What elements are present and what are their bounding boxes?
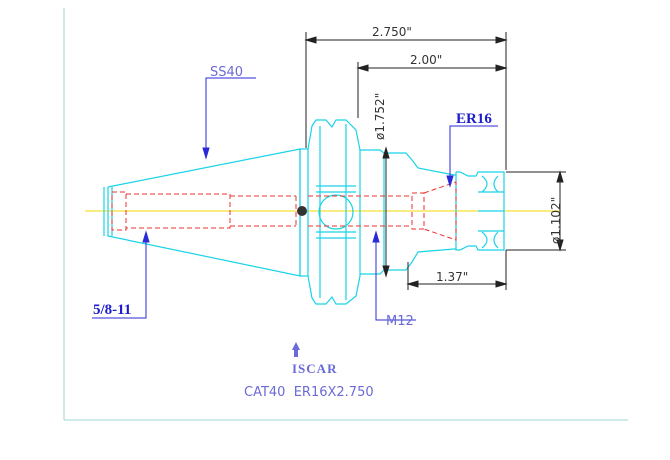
callout-collet: ER16: [456, 111, 492, 127]
callout-stop-screw: M12: [386, 314, 414, 329]
dim-nut-length: [406, 250, 508, 290]
dim-nose-length: [356, 62, 508, 118]
callout-drawbar-thread: 5/8-11: [93, 302, 131, 318]
dim-nut-diameter-label: ø1.102": [549, 197, 563, 244]
dim-nut-diameter: [506, 170, 566, 252]
dim-flange-diameter: [382, 146, 390, 278]
tool-holder-body: [103, 119, 505, 305]
dim-overall-length: [304, 32, 508, 170]
sheet-frame: [63, 8, 628, 421]
dim-nut-length-label: 1.37": [436, 270, 468, 284]
internal-bore: [111, 181, 457, 241]
part-number: CAT40 ER16X2.750: [244, 385, 374, 400]
dim-flange-diameter-label: ø1.752": [373, 93, 387, 140]
set-screw: [297, 206, 307, 216]
iscar-logo: [292, 342, 300, 357]
callout-shank: SS40: [210, 65, 243, 80]
iscar-logo-text: ISCAR: [292, 361, 337, 376]
dim-nose-length-label: 2.00": [410, 53, 442, 67]
callout-leaders: [92, 77, 498, 321]
dim-overall-length-label: 2.750": [372, 25, 412, 39]
